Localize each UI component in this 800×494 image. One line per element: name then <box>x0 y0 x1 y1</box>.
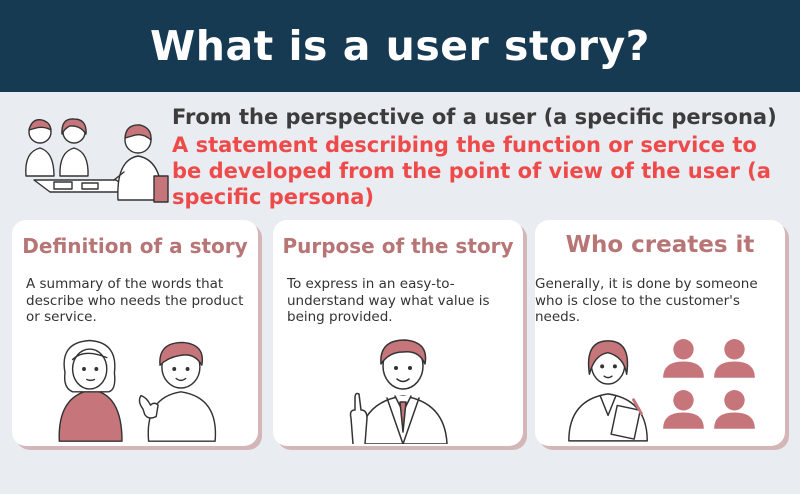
card-body: A summary of the words that describe who… <box>26 276 244 325</box>
card-purpose: Purpose of the story To express in an ea… <box>273 220 523 446</box>
two-people-talking-illustration <box>58 339 217 442</box>
card-definition: Definition of a story A summary of the w… <box>12 220 258 446</box>
businessman-illustration <box>349 339 448 444</box>
intro-perspective: From the perspective of a user (a specif… <box>172 105 777 129</box>
card-title: Who creates it <box>565 232 755 258</box>
card-who-creates: Who creates it Generally, it is done by … <box>535 220 785 446</box>
doctor-with-clipboard-illustration <box>568 340 648 442</box>
intro-text: From the perspective of a user (a specif… <box>172 104 792 210</box>
page-title: What is a user story? <box>150 22 650 70</box>
card-body: Generally, it is done by someone who is … <box>535 276 758 325</box>
team-members-icon <box>663 339 755 429</box>
card-body: To express in an easy-to-understand way … <box>287 276 490 325</box>
meeting-illustration <box>25 118 169 203</box>
card-title: Purpose of the story <box>282 234 514 258</box>
card-title: Definition of a story <box>22 234 248 258</box>
intro-definition: A statement describing the function or s… <box>172 133 771 209</box>
title-banner: What is a user story? <box>0 0 800 92</box>
